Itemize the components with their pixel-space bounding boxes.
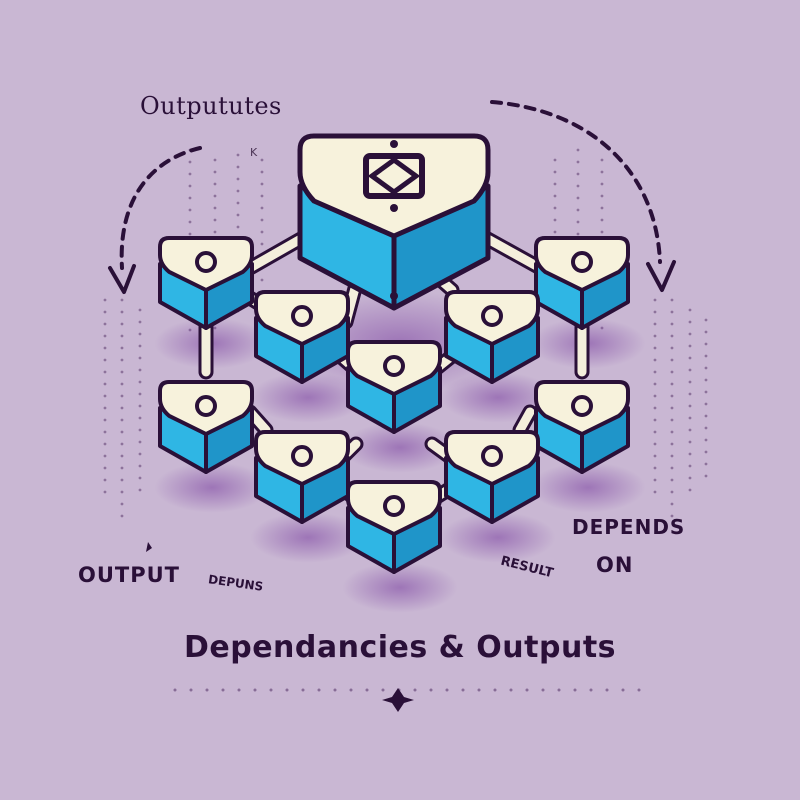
cube-node (444, 430, 540, 524)
label-depends: DEPENDS (572, 515, 686, 539)
diagram-title: Dependancies & Outputs (183, 630, 617, 665)
label-on: ON (596, 553, 634, 577)
cube-node (158, 236, 254, 330)
cube-node (346, 340, 442, 434)
cube-node (254, 430, 350, 524)
sparkle-icon (146, 542, 414, 712)
cube-node (158, 380, 254, 474)
cube-node (534, 236, 630, 330)
dashed-arrow-right-icon (490, 100, 676, 292)
cube-node (444, 290, 540, 384)
cube-node (534, 380, 630, 474)
label-output: OUTPUT (78, 563, 180, 587)
cube-main (297, 133, 491, 311)
label-outpututes: Outpututes (140, 92, 282, 120)
label-k-mark: K (250, 146, 258, 159)
dashed-arrow-left-icon (108, 146, 202, 294)
cube-node (254, 290, 350, 384)
cube-node (346, 480, 442, 574)
